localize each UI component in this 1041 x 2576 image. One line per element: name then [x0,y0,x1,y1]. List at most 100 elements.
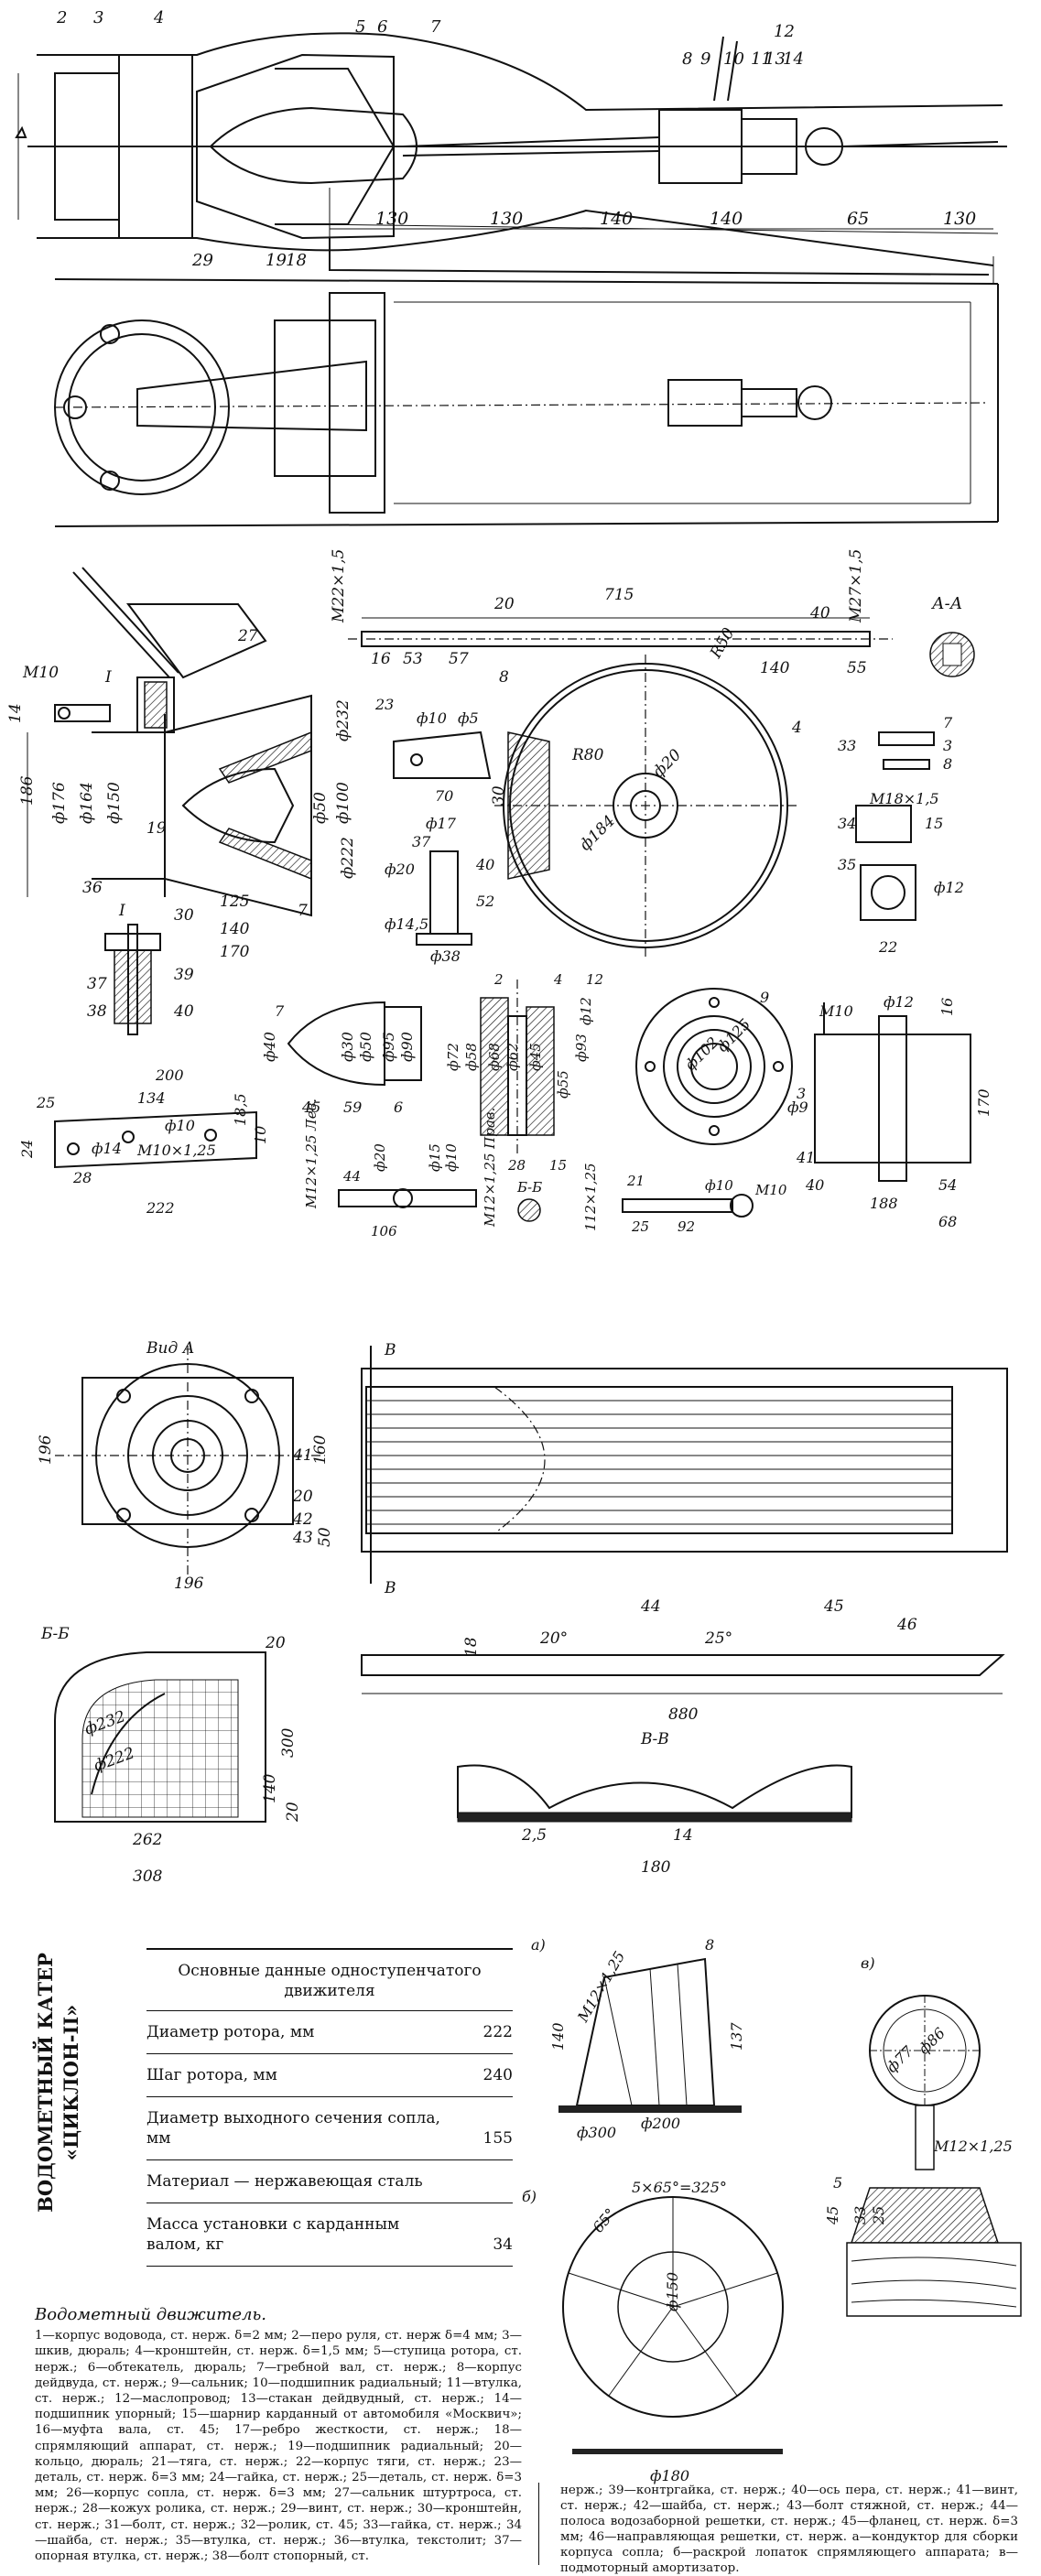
dim-top-6: 130 [943,209,976,229]
dim: 5×65°=325° [632,2179,727,2196]
dim: 140 [261,1773,279,1803]
dim: 25 [870,2206,887,2225]
damper-v: в) ф77 ф86 M12×1,25 5 45 33 25 [824,1954,1022,2317]
callout: 12 [774,22,795,41]
dim: M10×1,25 [136,1142,216,1159]
dim: 8 [705,1936,714,1954]
spec-value: 34 [493,2235,513,2254]
dim: 14 [673,1826,693,1845]
dim: 68 [938,1213,957,1230]
dim: 3 [943,737,952,754]
dim: ф14 [92,1140,122,1157]
sub-label-b: б) [522,2188,537,2205]
dim: 170 [220,943,250,961]
dim: ф38 [430,947,461,965]
callout: 29 [191,251,213,270]
callout: 21 [626,1173,645,1189]
dim: 5 [833,2174,842,2192]
dim: 2,5 [521,1826,547,1845]
callout: 7 [430,17,441,37]
dim: M10 [22,664,59,682]
intake-grille: В В 44 45 [361,1341,1008,1616]
dim: 16 [371,650,391,668]
sub-label-a: а) [531,1936,546,1954]
misc-parts: M12×1,25 Лев. M12×1,25 Прав. 44 106 ф20 … [303,1099,787,1239]
flange-8: 9 ф102 ф125 ф9 [635,988,808,1145]
dim: 57 [449,650,469,668]
cone-6: 7 ф40 ф30 ф50 ф95 ф90 45 59 6 [261,1001,422,1116]
part-8-section: ф72 ф58 ф68 ф62 ф45 ф55 ф93 ф12 28 15 12… [445,971,603,1174]
dim: 20° [539,1629,568,1648]
callout: 27 [237,627,258,645]
technical-drawing: 130 130 140 140 65 130 2 3 4 5 6 7 8 9 1… [6,8,1008,1886]
dim: M22×1,5 [330,549,348,623]
section-b-b: Б-Б ф232 ф222 20 300 140 20 262 308 [40,1625,302,1886]
callout: 19 [146,819,167,838]
dim: 40 [805,1176,824,1194]
callout: 19 [266,251,287,270]
nozzle-section: 186 ф176 ф164 ф150 ф50 ф100 ф232 ф222 30… [6,567,357,961]
dim: 15 [549,1157,567,1174]
dim: 137 [728,2022,745,2051]
dim: M12×1,25 Лев. [303,1099,320,1209]
auxiliary-figures: а) 140 137 ф300 ф200 M12×1,25 8 в) ф77 ф… [522,1936,1022,2484]
dim: 308 [133,1867,163,1886]
callout: 5 [355,17,365,37]
dim: 18,5 [232,1093,249,1126]
dim: 54 [938,1176,957,1194]
dim: 40 [475,856,494,873]
dim: 53 [403,650,423,668]
dim: 7 [943,714,953,731]
callout: 4 [153,8,164,27]
dim: ф50 [311,792,330,824]
top-callouts: 2 3 4 5 6 7 8 9 10 11 12 13 14 29 19 18 [56,8,804,270]
callout: 34 [838,815,856,832]
dim: 33 [851,2206,869,2224]
dim: 20 [284,1802,302,1823]
column-divider [538,2483,539,2565]
dim: 134 [137,1089,166,1107]
dim: ф55 [555,1070,571,1099]
dim: M12×1,25 [574,1948,629,2026]
dim: ф5 [458,709,479,727]
dim: 28 [507,1157,526,1174]
spec-value: 155 [483,2129,513,2148]
dim-top-4: 140 [710,209,743,229]
dim: ф222 [339,837,357,879]
callout: 4 [791,719,802,737]
dim-shaft-length: 715 [604,586,634,604]
specs-row: Шаг ротора, мм 240 [146,2054,513,2097]
callout: 46 [896,1616,917,1634]
dim: ф102 [681,1034,721,1074]
callout: 18 [286,251,307,270]
callout: 41 [292,1446,313,1465]
callout: 11 [751,49,772,69]
spec-name: Шаг ротора, мм [146,2066,277,2084]
callout: 37 [412,833,431,850]
spec-name: Диаметр выходного сечения сопла, мм [146,2109,440,2148]
side-view-assembly [15,32,1007,284]
section-marker-b: В [384,1341,396,1359]
dim-top-1: 130 [375,209,408,229]
spec-value: 240 [483,2066,513,2084]
callout: 38 [87,1002,107,1021]
callout: 43 [292,1529,313,1547]
dim: ф176 [50,782,69,824]
dim-top-2: 130 [490,209,523,229]
dim: ф14,5 [385,915,428,933]
dim: 44 [342,1168,361,1185]
spec-name: Материал — нержавеющая сталь [146,2172,423,2191]
callout: 8 [499,668,509,687]
dim: ф40 [261,1032,278,1062]
section-b-b-label: Б-Б [40,1625,70,1643]
parts-33-35: 33 34 35 M18×1,5 15 ф12 22 7 3 8 [838,714,964,956]
dim: ф10 [165,1117,195,1134]
dim: M12×1,25 [933,2138,1013,2155]
dim: ф150 [105,782,124,824]
callout: 13 [764,49,786,69]
specs-table: Основные данные одноступенчатого движите… [146,1948,513,2267]
dim: 28 [72,1169,92,1186]
node-label: I [104,668,112,687]
dim: 12 [586,971,603,988]
